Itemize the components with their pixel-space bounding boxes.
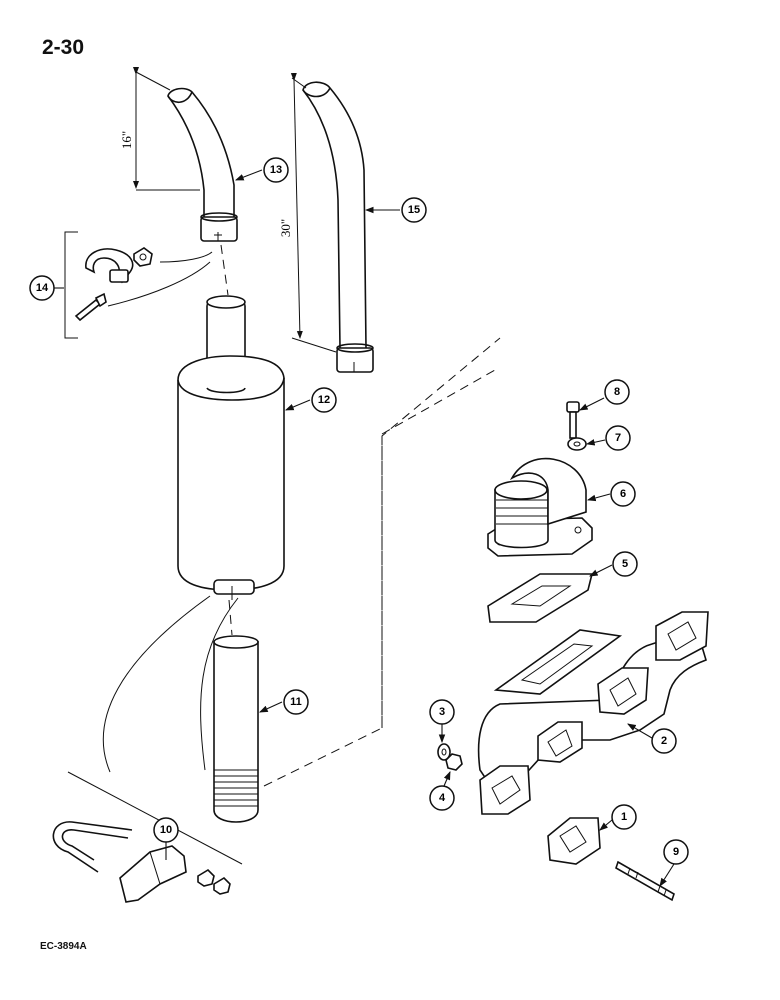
dimension-16-label: 16"	[119, 131, 134, 149]
callout-10: 10	[153, 817, 179, 860]
svg-text:14: 14	[36, 282, 49, 294]
straight-exhaust-pipe	[302, 81, 374, 373]
callout-13: 13	[234, 157, 289, 183]
callout-2: 2	[627, 723, 677, 754]
svg-text:10: 10	[160, 824, 172, 836]
dimension-30-label: 30"	[278, 219, 293, 237]
elbow-gasket	[487, 573, 594, 623]
callout-9: 9	[659, 839, 689, 887]
manifold-gasket	[547, 817, 601, 865]
svg-text:2: 2	[661, 735, 667, 747]
callout-8: 8	[579, 379, 630, 411]
dimension-16: 16"	[119, 67, 200, 191]
callout-7: 7	[585, 425, 631, 451]
lower-pipe	[213, 635, 259, 823]
svg-text:11: 11	[290, 696, 302, 708]
svg-text:9: 9	[673, 846, 679, 858]
dimension-30: 30"	[278, 72, 337, 353]
washer	[437, 743, 451, 761]
callout-11: 11	[258, 689, 309, 715]
svg-text:5: 5	[622, 558, 628, 570]
exhaust-elbow	[487, 457, 593, 557]
callout-4: 4	[429, 770, 455, 811]
stud	[615, 860, 675, 902]
svg-text:12: 12	[318, 394, 330, 406]
lock-washer	[567, 437, 587, 451]
figure-code: EC-3894A	[40, 941, 87, 952]
svg-text:1: 1	[621, 811, 627, 823]
svg-text:3: 3	[439, 706, 445, 718]
callout-5: 5	[589, 551, 638, 577]
svg-text:13: 13	[270, 164, 282, 176]
clamp-kit	[64, 231, 213, 339]
bolt	[566, 401, 580, 439]
svg-text:6: 6	[620, 488, 626, 500]
svg-text:4: 4	[439, 792, 446, 804]
callout-6: 6	[586, 481, 636, 507]
callout-15: 15	[364, 197, 427, 223]
u-bolt-clamp	[52, 771, 243, 903]
callout-14: 14	[29, 275, 64, 301]
nut	[445, 753, 463, 771]
page-number: 2-30	[42, 36, 85, 59]
svg-text:15: 15	[408, 204, 420, 216]
muffler	[177, 295, 285, 600]
curved-exhaust-pipe	[167, 87, 238, 242]
callout-1: 1	[599, 804, 637, 831]
callout-3: 3	[429, 699, 455, 744]
exhaust-manifold	[477, 611, 709, 815]
svg-text:7: 7	[615, 432, 621, 444]
callout-12: 12	[284, 387, 337, 413]
svg-text:8: 8	[614, 386, 620, 398]
